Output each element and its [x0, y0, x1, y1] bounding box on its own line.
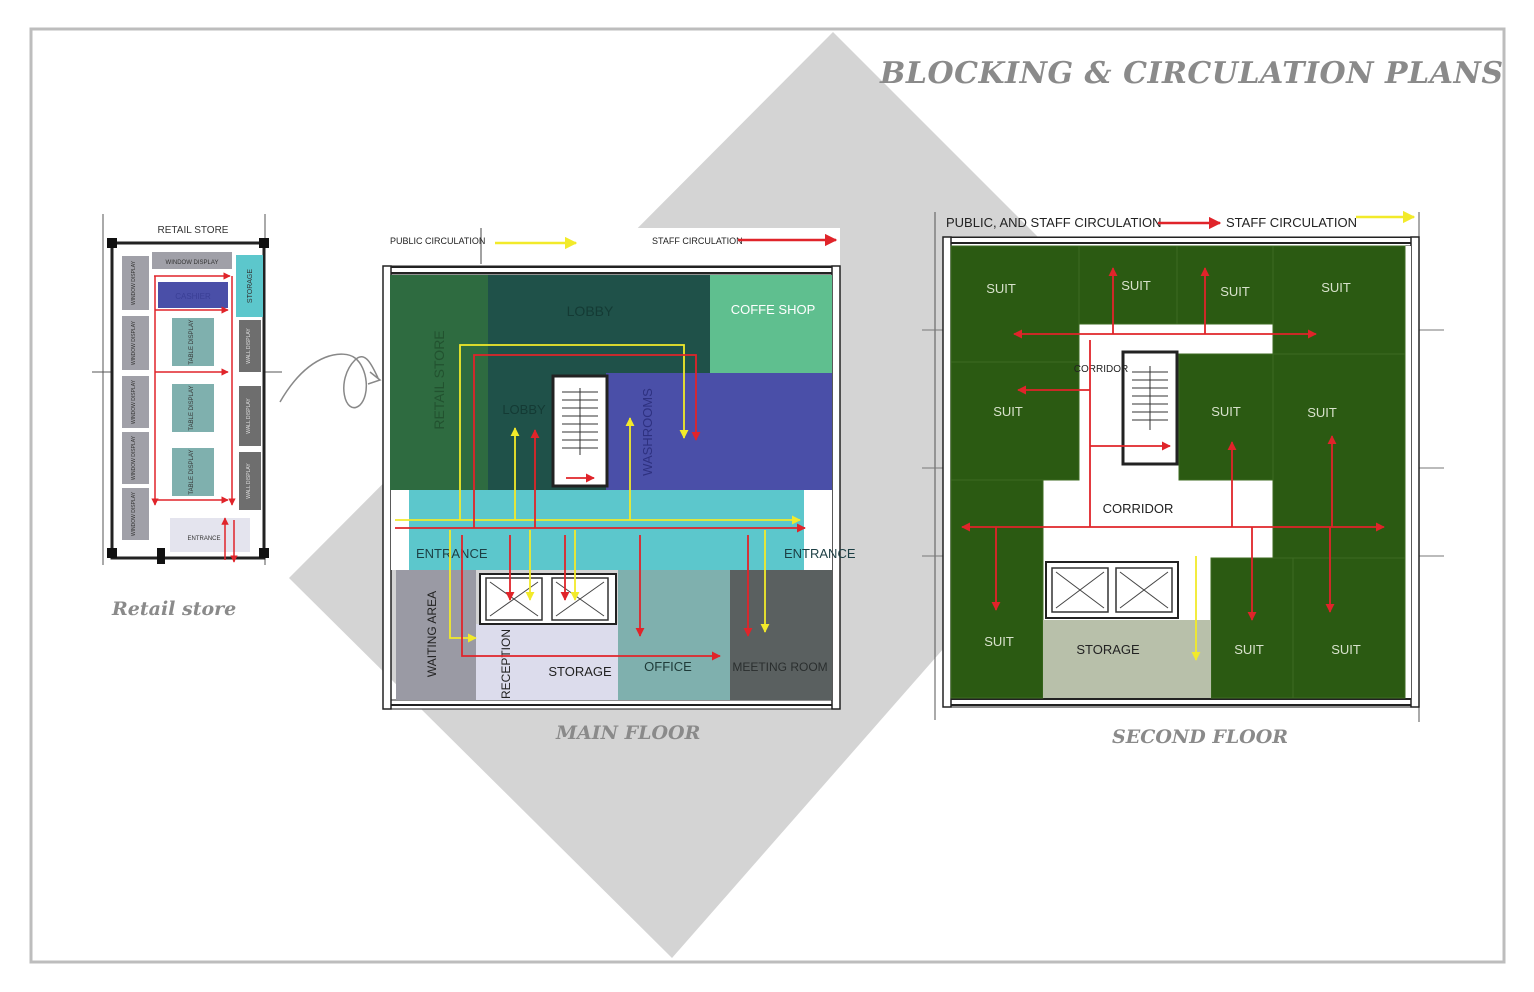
second-elevators — [1045, 561, 1179, 619]
svg-text:TABLE DISPLAY: TABLE DISPLAY — [189, 319, 195, 364]
svg-text:STORAGE: STORAGE — [548, 664, 612, 679]
main-legend-staff: STAFF CIRCULATION — [652, 236, 743, 246]
retail-table-displays: TABLE DISPLAY TABLE DISPLAY TABLE DISPLA… — [172, 318, 214, 496]
second-floor-plan: PUBLIC, AND STAFF CIRCULATION STAFF CIRC… — [922, 210, 1444, 722]
retail-cashier — [158, 282, 228, 308]
svg-text:TABLE DISPLAY: TABLE DISPLAY — [189, 385, 195, 430]
main-entrance-left: ENTRANCE — [416, 546, 488, 561]
svg-text:CASHIER: CASHIER — [175, 292, 211, 301]
svg-text:WINDOW DISPLAY: WINDOW DISPLAY — [131, 491, 137, 536]
second-staff-circulation — [961, 267, 1385, 621]
main-public-circulation — [395, 344, 801, 643]
svg-text:WINDOW DISPLAY: WINDOW DISPLAY — [131, 379, 137, 424]
suit-label: SUIT — [993, 404, 1023, 419]
svg-text:WINDOW DISPLAY: WINDOW DISPLAY — [131, 260, 137, 305]
second-legend-staff: STAFF CIRCULATION — [1226, 215, 1357, 230]
svg-text:TABLE DISPLAY: TABLE DISPLAY — [189, 449, 195, 494]
suit-label: SUIT — [1234, 642, 1264, 657]
svg-text:WALL DISPLAY: WALL DISPLAY — [246, 463, 252, 499]
page-frame — [29, 27, 1506, 964]
svg-text:WALL DISPLAY: WALL DISPLAY — [246, 328, 252, 364]
page-title: BLOCKING & CIRCULATION PLANS — [880, 56, 1504, 91]
connector-arrow — [279, 353, 379, 409]
svg-text:LOBBY: LOBBY — [567, 303, 614, 319]
suit-label: SUIT — [1121, 278, 1151, 293]
svg-text:RECEPTION: RECEPTION — [499, 629, 513, 699]
main-legend-public: PUBLIC CIRCULATION — [390, 236, 485, 246]
main-office — [618, 570, 730, 700]
suit-label: SUIT — [1307, 405, 1337, 420]
svg-text:WASHROOMS: WASHROOMS — [640, 388, 655, 476]
svg-text:WALL DISPLAY: WALL DISPLAY — [246, 398, 252, 434]
main-reception — [476, 624, 542, 700]
svg-text:COFFE SHOP: COFFE SHOP — [731, 302, 816, 317]
retail-window-display-top — [152, 252, 232, 269]
main-entrance-right: ENTRANCE — [784, 546, 856, 561]
second-legend-public-staff: PUBLIC, AND STAFF CIRCULATION — [946, 215, 1162, 230]
second-suites — [950, 245, 1406, 699]
svg-text:STORAGE: STORAGE — [1076, 642, 1140, 657]
retail-storage — [236, 255, 263, 317]
suit-label: SUIT — [1331, 642, 1361, 657]
second-floor-caption: SECOND FLOOR — [1112, 726, 1289, 748]
suit-label: SUIT — [1321, 280, 1351, 295]
retail-wall-displays: WALL DISPLAY WALL DISPLAY WALL DISPLAY — [239, 320, 261, 510]
suit-label: SUIT — [986, 281, 1016, 296]
second-storage — [1043, 620, 1211, 698]
main-retail-store — [390, 275, 488, 490]
svg-text:WAITING AREA: WAITING AREA — [425, 591, 439, 677]
main-elevators — [479, 573, 617, 625]
svg-text:WINDOW DISPLAY: WINDOW DISPLAY — [131, 320, 137, 365]
svg-text:MEETING ROOM: MEETING ROOM — [732, 660, 827, 674]
main-storage — [542, 624, 618, 700]
main-washrooms — [606, 373, 832, 490]
svg-text:WINDOW DISPLAY: WINDOW DISPLAY — [166, 260, 219, 266]
main-coffee-shop — [710, 275, 832, 373]
main-meeting-room — [730, 570, 832, 700]
retail-header: RETAIL STORE — [158, 225, 229, 236]
main-staff-circulation — [395, 354, 806, 661]
suit-label: SUIT — [984, 634, 1014, 649]
svg-text:STORAGE: STORAGE — [247, 269, 254, 303]
main-lobby-top — [488, 275, 710, 373]
retail-store-caption: Retail store — [112, 598, 237, 620]
svg-text:OFFICE: OFFICE — [644, 659, 692, 674]
suit-label: SUIT — [1220, 284, 1250, 299]
svg-text:ENTRANCE: ENTRANCE — [187, 536, 220, 542]
retail-window-displays-left: WINDOW DISPLAY WINDOW DISPLAY WINDOW DIS… — [122, 256, 149, 540]
main-floor-plan: PUBLIC CIRCULATION STAFF CIRCULATION RET… — [380, 228, 856, 710]
retail-store-plan: RETAIL STORE WINDOW DISPLAY STORAGE CASH… — [92, 214, 282, 565]
svg-text:WINDOW DISPLAY: WINDOW DISPLAY — [131, 435, 137, 480]
suit-label: SUIT — [1211, 404, 1241, 419]
retail-entrance — [170, 518, 250, 552]
second-corridor: CORRIDOR — [1103, 501, 1174, 516]
retail-circulation-arrows — [151, 272, 238, 563]
main-floor-caption: MAIN FLOOR — [556, 722, 701, 744]
svg-text:RETAIL STORE: RETAIL STORE — [431, 330, 447, 429]
second-corridor-small: CORRIDOR — [1074, 364, 1128, 375]
svg-text:LOBBY: LOBBY — [502, 402, 546, 417]
